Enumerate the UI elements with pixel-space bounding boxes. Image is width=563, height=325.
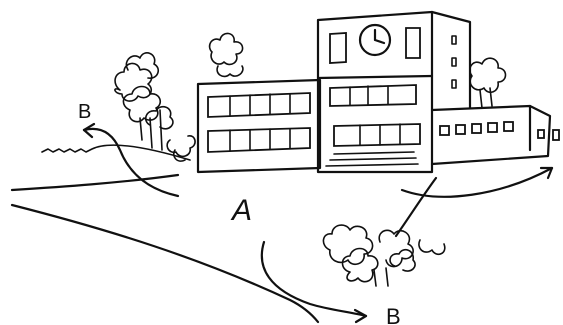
tree-right <box>469 57 507 109</box>
tree-cluster-left <box>114 32 244 162</box>
clock-icon <box>358 23 392 57</box>
route-arrow-bottom <box>260 240 368 324</box>
ground-lines <box>10 144 320 324</box>
path-building-to-shrubs <box>394 176 438 238</box>
school-building <box>196 10 560 174</box>
shrub-cluster <box>322 224 446 287</box>
label-b-left: B <box>78 101 91 123</box>
label-a: A <box>230 194 252 227</box>
route-arrow-left <box>82 122 180 198</box>
label-b-bottom: B <box>386 304 401 325</box>
right-wing-windows <box>439 121 560 141</box>
route-arrow-right <box>400 166 554 198</box>
